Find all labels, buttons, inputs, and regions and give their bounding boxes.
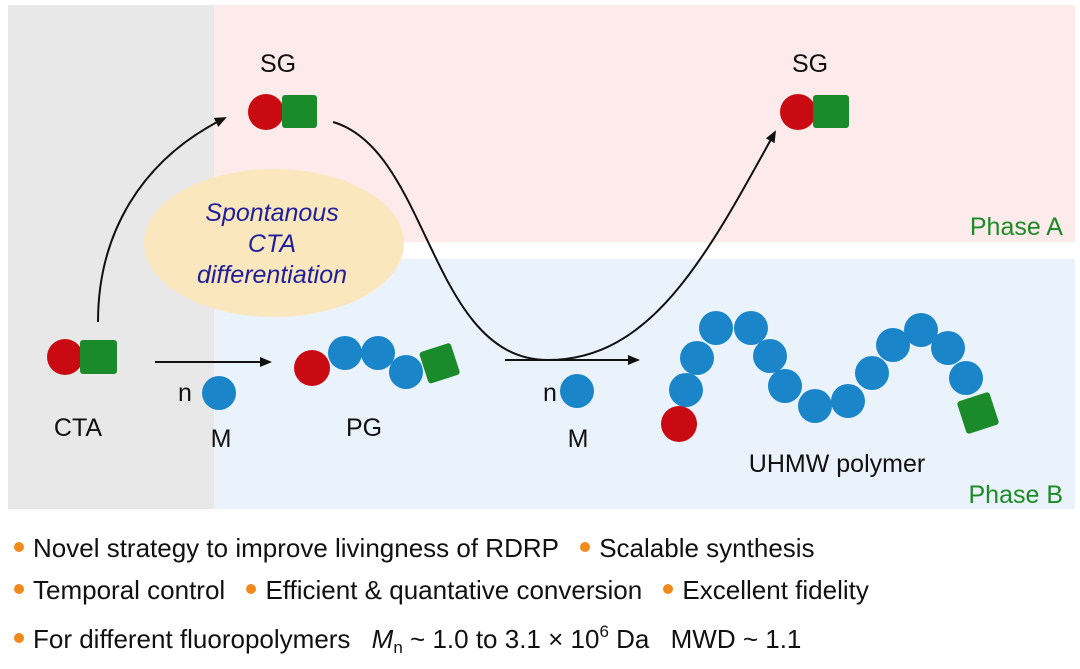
uhmw-monomer-10 — [876, 328, 910, 362]
uhmw-monomer-5 — [753, 339, 787, 373]
bullet-text-fluoropolymers: For different fluoropolymers — [33, 624, 351, 654]
cta-red-circle — [47, 339, 83, 375]
sg-left-green-square — [282, 95, 317, 128]
sg-left-red-circle — [248, 94, 284, 130]
pg-monomer-3 — [389, 355, 423, 389]
bullet-dot — [14, 633, 24, 643]
pg-monomer-2 — [361, 336, 395, 370]
monomer-label-1: M — [211, 425, 232, 453]
sg-right-green-square — [813, 95, 849, 128]
monomer-label-2: M — [568, 425, 589, 453]
bullet-dot — [14, 584, 24, 594]
pg-red-circle — [294, 350, 330, 386]
arrow-cta-to-sg — [97, 117, 227, 323]
phase-b-label: Phase B — [968, 481, 1063, 509]
feature-bullets: Novel strategy to improve livingness of … — [14, 527, 1074, 657]
bullet-dot — [663, 584, 674, 594]
ellipse-line-2: CTA — [248, 230, 296, 258]
monomer-count-2: n — [543, 379, 557, 407]
phase-b-region — [214, 259, 1075, 509]
bullet-text-temporal: Temporal control — [33, 575, 226, 605]
sg-right-red-circle — [780, 94, 816, 130]
uhmw-red-circle — [661, 406, 697, 442]
uhmw-monomer-2 — [680, 341, 714, 375]
ellipse-line-1: Spontanous — [205, 199, 338, 227]
mn-exponent: 6 — [599, 622, 609, 641]
uhmw-monomer-4 — [734, 311, 768, 345]
bullet-text-scalable: Scalable synthesis — [599, 533, 815, 563]
uhmw-label: UHMW polymer — [749, 450, 925, 478]
sg-right-label: SG — [792, 50, 828, 78]
bullet-item-fidelity: Excellent fidelity — [663, 569, 869, 611]
differentiation-ellipse — [144, 169, 404, 317]
bullet-item-livingness: Novel strategy to improve livingness of … — [14, 527, 559, 569]
uhmw-monomer-3 — [699, 311, 733, 345]
reaction-scheme: Spontanous CTA differentiation SG SG CTA… — [8, 5, 1075, 509]
pg-monomer-1 — [328, 336, 362, 370]
bullet-line-3: For different fluoropolymers Mn ~ 1.0 to… — [14, 611, 1074, 657]
uhmw-monomer-6 — [768, 369, 802, 403]
bullet-item-mwd: MWD ~ 1.1 — [671, 618, 802, 660]
bullet-item-conversion: Efficient & quantative conversion — [246, 569, 642, 611]
mn-subscript: n — [393, 638, 403, 657]
uhmw-monomer-9 — [855, 356, 889, 390]
monomer-count-1: n — [178, 379, 192, 407]
bullet-text-livingness: Novel strategy to improve livingness of … — [33, 533, 559, 563]
mn-symbol: M — [371, 624, 394, 654]
uhmw-monomer-7 — [798, 389, 832, 423]
phase-a-label: Phase A — [970, 213, 1063, 241]
uhmw-monomer-13 — [949, 361, 983, 395]
bullet-line-2: Temporal control Efficient & quantative … — [14, 569, 1074, 611]
bullet-text-fidelity: Excellent fidelity — [682, 575, 869, 605]
bullet-dot — [580, 542, 591, 552]
mwd-text: MWD ~ 1.1 — [670, 624, 802, 654]
ellipse-line-3: differentiation — [197, 261, 347, 289]
bullet-dot — [14, 542, 24, 552]
uhmw-monomer-11 — [904, 313, 938, 347]
bullet-dot — [246, 584, 257, 594]
uhmw-green-square — [957, 392, 999, 434]
monomer-blue-circle-1 — [202, 376, 236, 410]
uhmw-monomer-12 — [931, 331, 965, 365]
uhmw-monomer-8 — [831, 384, 865, 418]
uhmw-monomer-1 — [669, 373, 703, 407]
pg-label: PG — [346, 414, 382, 442]
pg-green-square — [419, 343, 460, 384]
monomer-blue-circle-2 — [560, 374, 594, 408]
bullet-line-1: Novel strategy to improve livingness of … — [14, 527, 1074, 569]
sg-left-label: SG — [260, 50, 296, 78]
bullet-item-mn: Mn ~ 1.0 to 3.1 × 106 Da — [372, 611, 650, 669]
mn-unit: Da — [616, 624, 650, 654]
bullet-text-conversion: Efficient & quantative conversion — [265, 575, 643, 605]
bullet-item-fluoropolymers: For different fluoropolymers — [14, 618, 350, 660]
bullet-item-temporal: Temporal control — [14, 569, 225, 611]
mn-range: ~ 1.0 to 3.1 × 10 — [410, 624, 600, 654]
cta-green-square — [80, 340, 117, 374]
bullet-item-scalable: Scalable synthesis — [580, 527, 815, 569]
cta-label: CTA — [54, 414, 102, 442]
